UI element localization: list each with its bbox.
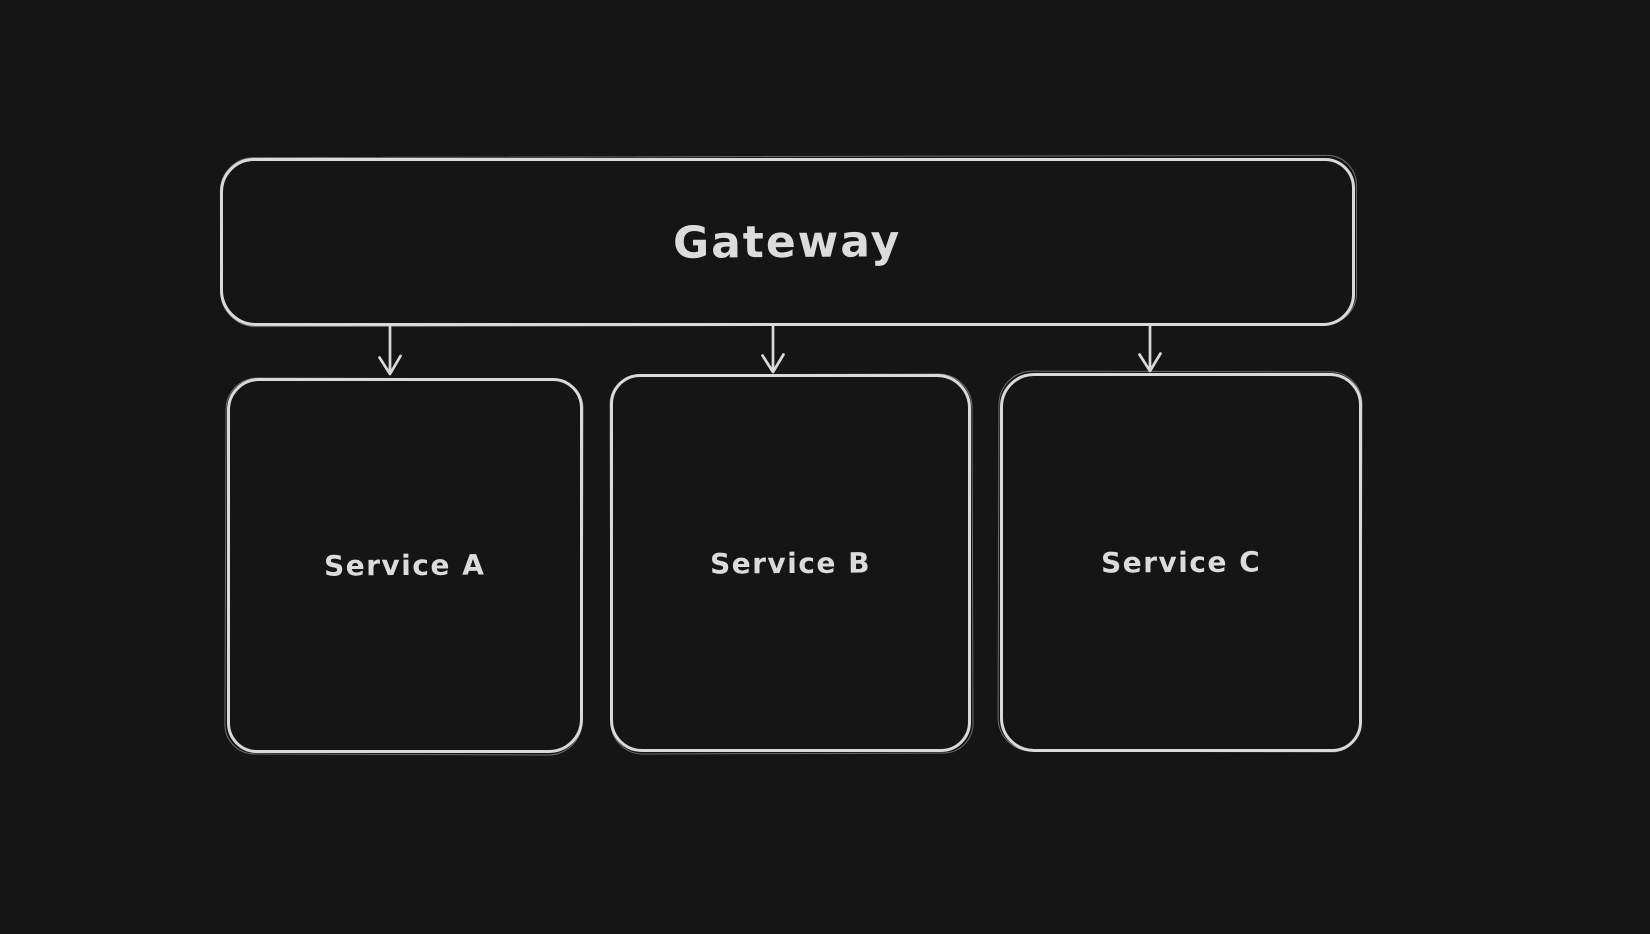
arrow-gateway-to-service-a[interactable]	[374, 325, 406, 378]
node-service-c[interactable]: Service C	[1000, 373, 1362, 752]
arrow-head-icon	[378, 354, 402, 376]
node-service-b-label: Service B	[709, 545, 872, 581]
arrow-head-icon	[1138, 352, 1162, 373]
arrow-head-icon	[761, 353, 785, 374]
arrow-gateway-to-service-c[interactable]	[1134, 325, 1166, 375]
node-service-a-label: Service A	[324, 548, 486, 583]
node-service-a[interactable]: Service A	[227, 378, 583, 753]
node-gateway-label: Gateway	[673, 215, 902, 269]
arrow-gateway-to-service-b[interactable]	[757, 325, 789, 376]
node-service-c-label: Service C	[1100, 545, 1262, 580]
node-gateway[interactable]: Gateway	[220, 158, 1355, 326]
node-service-b[interactable]: Service B	[610, 374, 971, 752]
